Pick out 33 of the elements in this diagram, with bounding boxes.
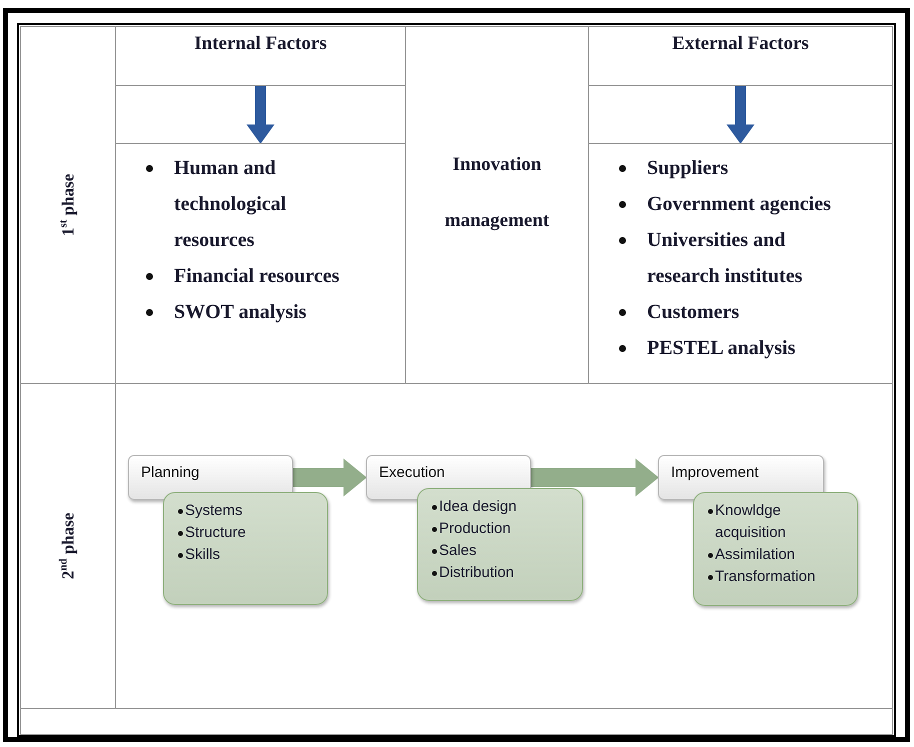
stage-title: Execution: [379, 464, 445, 481]
stage-content-box: [417, 488, 583, 601]
stage-content-box: [163, 492, 328, 605]
list-item: Human and technological resources: [174, 156, 288, 253]
list-item: SWOT analysis: [174, 300, 308, 325]
header-cell: [588, 26, 893, 86]
list-item: Structure: [185, 523, 247, 543]
stage-title: Planning: [141, 464, 200, 481]
list-item: Government agencies: [647, 192, 832, 217]
list-item: Sales: [439, 541, 478, 561]
stage-title: Improvement: [671, 464, 759, 481]
list-item: Distribution: [439, 563, 516, 583]
stage-content-box: [693, 492, 858, 606]
list-item: Idea design: [439, 497, 518, 517]
column-heading: Internal Factors: [194, 33, 327, 55]
list-item: Financial resources: [174, 264, 340, 289]
list-item: Production: [439, 519, 512, 539]
block-arrow: [246, 86, 274, 144]
list-item: Assimilation: [715, 545, 796, 565]
block-arrow: [530, 458, 659, 497]
list-item: PESTEL analysis: [647, 336, 796, 361]
list-item: Suppliers: [647, 156, 730, 181]
block-arrow: [292, 458, 367, 497]
block-arrow: [726, 86, 754, 144]
column-heading: External Factors: [672, 33, 809, 55]
header-cell: [115, 26, 406, 86]
list-item: Universities and research institutes: [647, 228, 804, 289]
list-item: Transformation: [715, 567, 816, 587]
list-item: Systems: [185, 501, 244, 521]
list-item: Skills: [185, 545, 222, 565]
list-item: Knowldge acquisition: [715, 501, 787, 543]
list-item: Customers: [647, 300, 740, 325]
center-heading: Innovation management: [444, 153, 550, 233]
